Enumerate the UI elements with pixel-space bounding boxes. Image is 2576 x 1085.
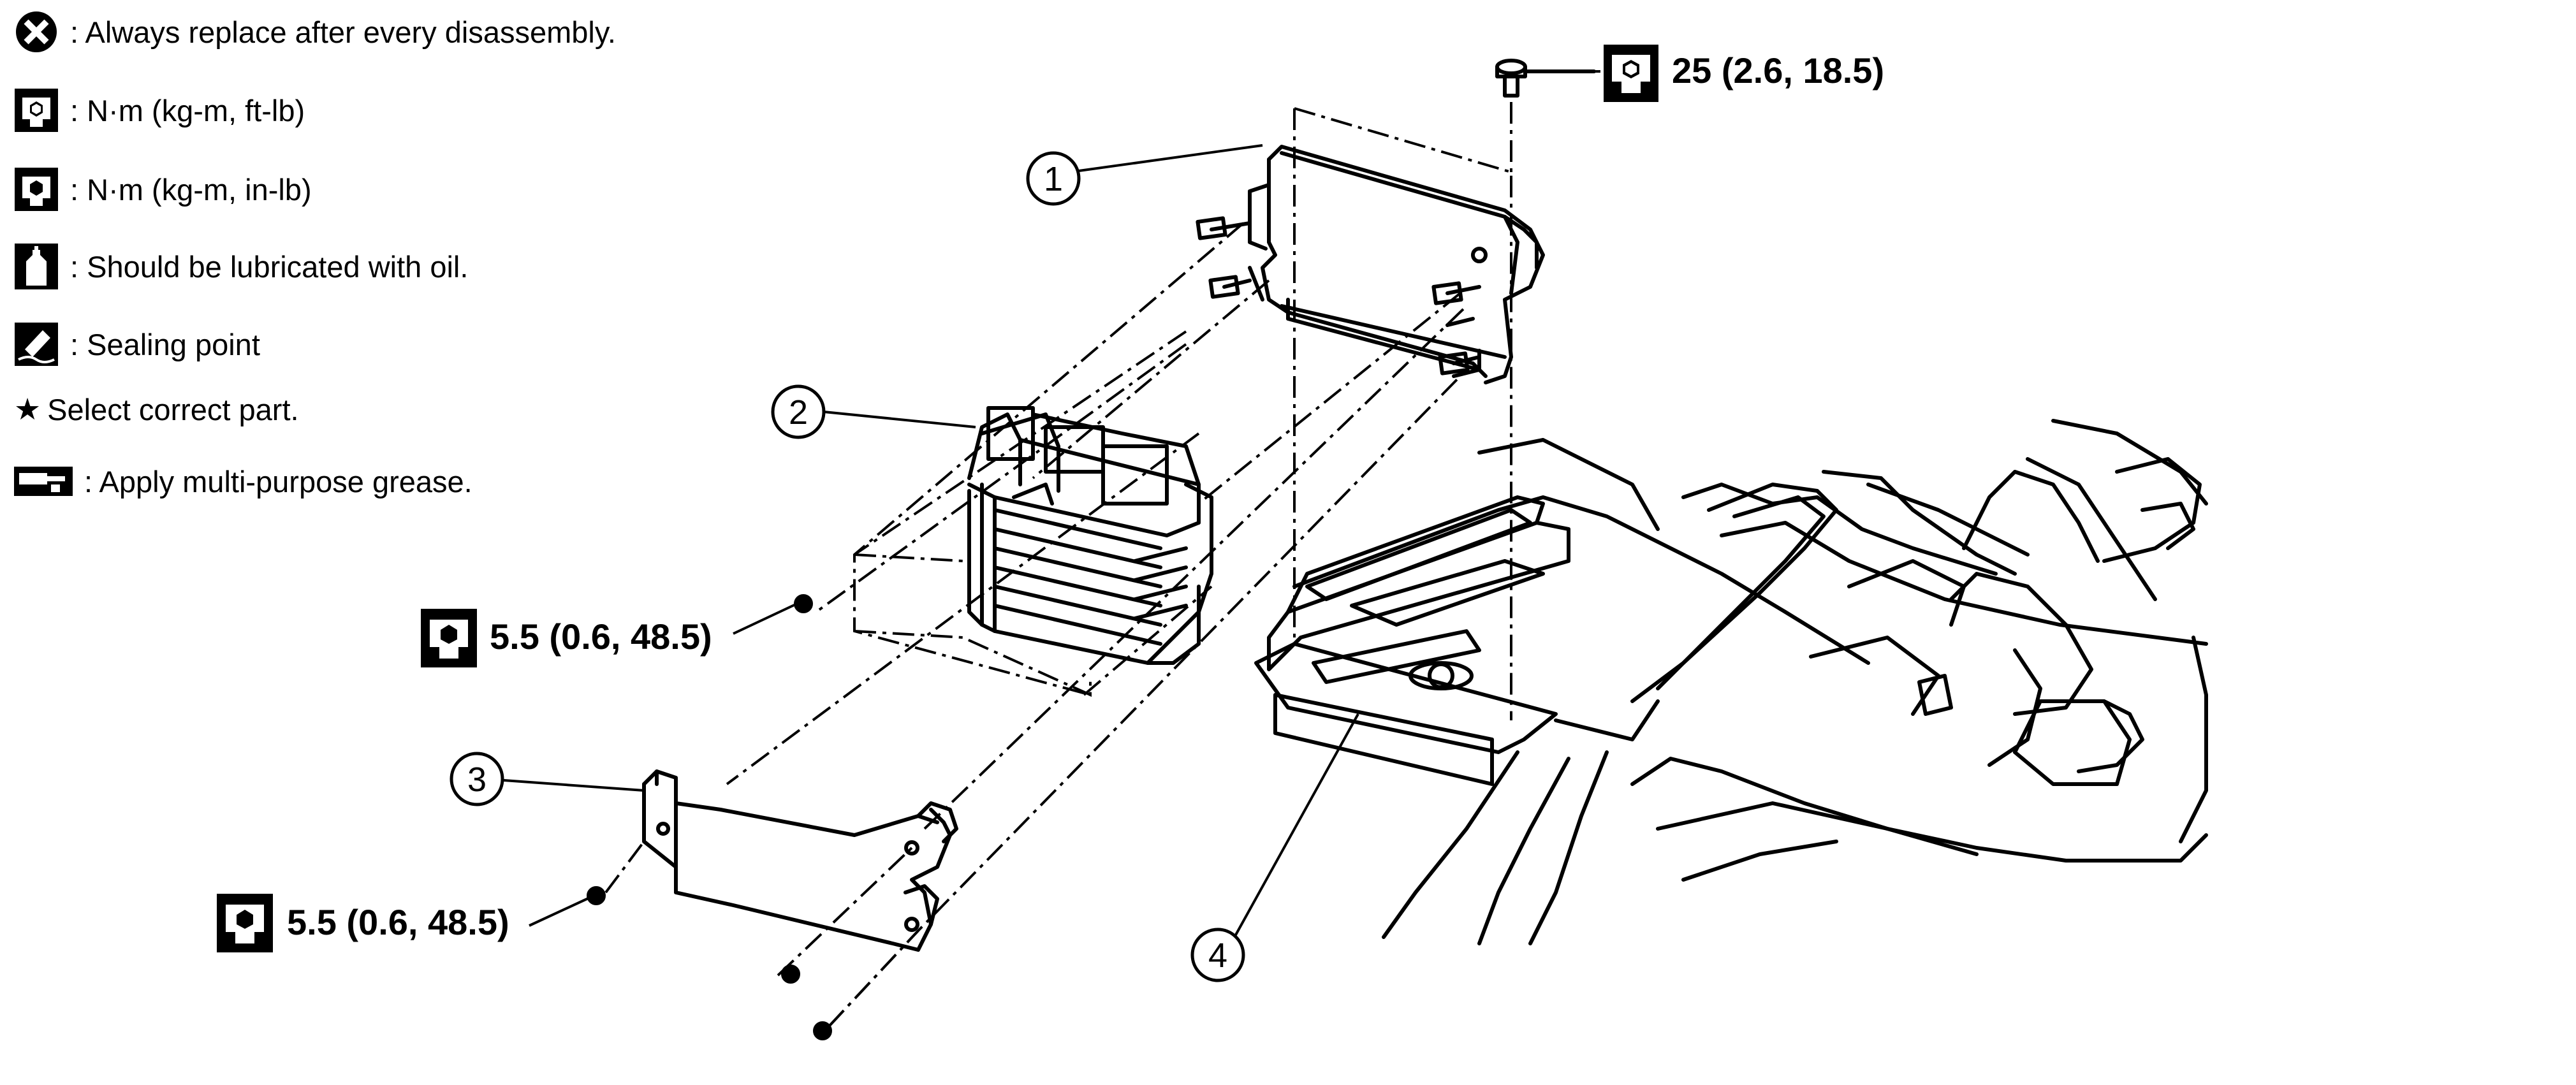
- item4-ecm-bracket: [1267, 495, 1570, 690]
- legend-row-grease: : Apply multi-purpose grease.: [11, 453, 472, 510]
- legend-text-in-lb: : N·m (kg-m, in-lb): [70, 172, 312, 207]
- body-floor-structure: [1254, 419, 2208, 945]
- callout-2-number: 2: [789, 393, 808, 432]
- nuts: [587, 594, 832, 1040]
- assembly-guide-lines: [604, 102, 1512, 1028]
- legend-row-ft-lb: : N·m (kg-m, ft-lb): [11, 82, 305, 139]
- replace-x-icon: [11, 7, 61, 57]
- item1-studs: [1196, 216, 1481, 378]
- callout-4: 4: [1190, 928, 1245, 982]
- legend-row-in-lb: : N·m (kg-m, in-lb): [11, 161, 312, 218]
- legend-text-replace: : Always replace after every disassembly…: [70, 15, 616, 49]
- callout-3-number: 3: [467, 761, 487, 799]
- torque-top: 25 (2.6, 18.5): [1604, 45, 1884, 102]
- grease-gun-icon: [11, 456, 75, 506]
- torque-wrench-icon: [421, 609, 477, 667]
- torque-wrench-icon: [217, 894, 273, 952]
- legend-text-star: Select correct part.: [47, 392, 299, 426]
- legend-text-sealing: : Sealing point: [70, 327, 260, 361]
- top-bolt: [1495, 59, 1596, 98]
- torque-value-bottom: 5.5 (0.6, 48.5): [287, 902, 509, 942]
- star-icon: ★: [14, 392, 41, 426]
- item2-ecm-module: [967, 406, 1213, 665]
- torque-value-top: 25 (2.6, 18.5): [1672, 50, 1884, 91]
- legend-text-ft-lb: : N·m (kg-m, ft-lb): [70, 93, 305, 127]
- legend-text-grease: : Apply multi-purpose grease.: [84, 464, 472, 499]
- callout-1-number: 1: [1044, 160, 1063, 198]
- callout-leaders: [503, 70, 1600, 950]
- legend-row-replace: : Always replace after every disassembly…: [11, 3, 616, 61]
- torque-wrench-ft-lb-icon: [11, 85, 61, 135]
- torque-middle: 5.5 (0.6, 48.5): [421, 609, 712, 667]
- callout-3: 3: [450, 752, 504, 806]
- legend: : Always replace after every disassembly…: [0, 0, 701, 523]
- torque-wrench-icon: [1604, 45, 1658, 102]
- sealing-point-icon: [11, 319, 61, 369]
- legend-row-oil: : Should be lubricated with oil.: [11, 238, 468, 295]
- torque-wrench-in-lb-icon: [11, 164, 61, 214]
- legend-text-oil: : Should be lubricated with oil.: [70, 249, 469, 284]
- oil-can-icon: [11, 242, 61, 291]
- callout-1: 1: [1026, 151, 1081, 206]
- torque-bottom: 5.5 (0.6, 48.5): [217, 894, 509, 952]
- legend-row-sealing: : Sealing point: [11, 316, 260, 373]
- legend-row-star: ★ Select correct part.: [14, 381, 299, 438]
- callout-4-number: 4: [1208, 936, 1227, 975]
- torque-value-middle: 5.5 (0.6, 48.5): [490, 616, 712, 657]
- callout-2: 2: [771, 384, 826, 439]
- item3-lower-cover: [642, 769, 958, 952]
